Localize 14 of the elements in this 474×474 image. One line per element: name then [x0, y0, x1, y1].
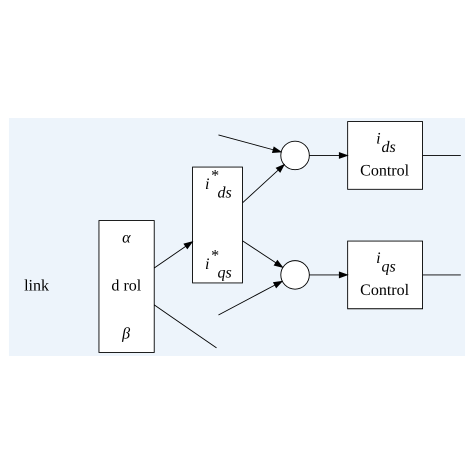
node-box: α d rol β	[98, 220, 155, 353]
arrow	[308, 271, 349, 278]
arrow	[154, 240, 194, 268]
arrow	[308, 152, 349, 159]
connector	[154, 304, 217, 348]
node-circle	[280, 260, 310, 290]
arrow	[218, 280, 284, 316]
arrow	[242, 240, 284, 268]
node-circle	[280, 140, 310, 170]
label: link	[24, 277, 50, 294]
arrow	[242, 164, 286, 204]
connector	[422, 155, 462, 156]
connector	[422, 274, 462, 276]
arrow	[218, 134, 282, 153]
